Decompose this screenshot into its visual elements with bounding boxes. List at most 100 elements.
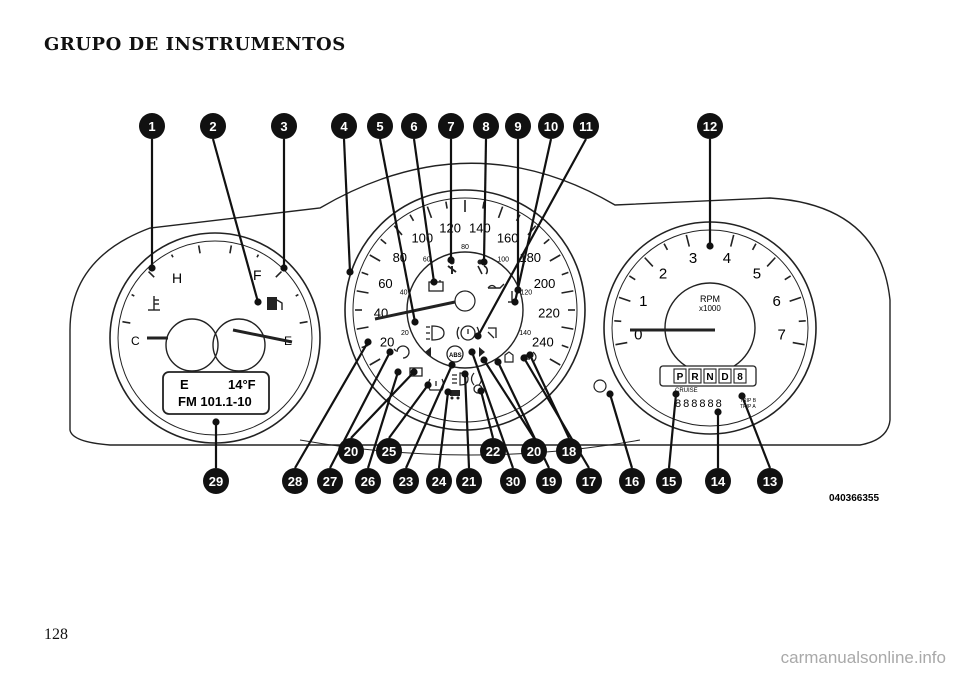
- callout-bubble: [317, 468, 343, 494]
- gauge-tick: [256, 254, 260, 258]
- rpm-label: 4: [723, 250, 731, 267]
- callout-bubble: [480, 438, 506, 464]
- callout-number: 8: [482, 119, 489, 134]
- gauge-tick: [361, 271, 369, 276]
- callout-leader: [479, 390, 495, 439]
- callout-bubble: [757, 468, 783, 494]
- callout-bubble: [538, 113, 564, 139]
- gauge-tick: [131, 293, 135, 297]
- gauge-tick: [784, 275, 792, 281]
- esc-off-icon: [487, 327, 497, 339]
- gear-letter: 8: [737, 372, 743, 383]
- watermark: carmanualsonline.info: [780, 648, 946, 667]
- gauge-tick: [561, 344, 569, 349]
- callout-leader: [366, 371, 400, 469]
- gauge-tick: [356, 290, 369, 294]
- callout-arrowhead: [477, 387, 485, 395]
- callout-bubble: [139, 113, 165, 139]
- callout-number: 15: [662, 474, 676, 489]
- callout-leader: [740, 395, 772, 469]
- callout-bubble: [576, 468, 602, 494]
- kmh-label: 140: [519, 330, 531, 337]
- gauge-tick: [122, 320, 131, 324]
- gauge-tick: [766, 257, 776, 267]
- gauge-tick: [561, 271, 569, 276]
- callout-number: 2: [209, 119, 216, 134]
- gauge-tick: [798, 320, 806, 323]
- gauge-tick: [426, 206, 433, 219]
- callout-number: 12: [703, 119, 717, 134]
- callout-number: 3: [280, 119, 287, 134]
- gear-display: [659, 365, 757, 387]
- callout-number: 21: [462, 474, 476, 489]
- callout-number: 14: [711, 474, 726, 489]
- gauge-tick: [561, 290, 574, 294]
- callout-arrowhead: [738, 392, 746, 400]
- callout-number: 20: [344, 444, 358, 459]
- callout-bubble: [500, 468, 526, 494]
- callout-bubble: [573, 113, 599, 139]
- check-engine-icon: [409, 367, 423, 377]
- callout-number: 30: [506, 474, 520, 489]
- callout-arrowhead: [511, 298, 519, 306]
- fuel-full-mark: F: [253, 267, 262, 283]
- kmh-label: 60: [423, 257, 431, 264]
- callout-number: 26: [361, 474, 375, 489]
- gear-box: [673, 368, 687, 384]
- speed-label: 20: [380, 334, 394, 349]
- callout-arrowhead: [474, 332, 482, 340]
- gauge-tick: [729, 234, 735, 247]
- speed-label: 240: [532, 334, 554, 349]
- callout-arrowhead: [280, 264, 288, 272]
- abs-icon: ABS: [446, 345, 464, 363]
- callout-number: 5: [376, 119, 383, 134]
- gauge-tick: [543, 238, 550, 245]
- callout-arrowhead: [461, 370, 469, 378]
- gauge-tick: [147, 270, 155, 278]
- rpm-label: 6: [773, 293, 781, 310]
- gauge-tick: [369, 254, 381, 262]
- callout-number: 27: [323, 474, 337, 489]
- gauge-tick: [409, 214, 415, 222]
- oil-pressure-icon: [487, 283, 505, 289]
- callout-bubble: [203, 468, 229, 494]
- gauge-tick: [275, 270, 283, 278]
- rpm-label: 2: [659, 265, 667, 282]
- coolant-temp-icon: [148, 296, 160, 311]
- callout-leader: [412, 138, 436, 283]
- callout-leader: [463, 373, 471, 469]
- callout-leader: [483, 359, 535, 439]
- callout-arrowhead: [706, 242, 714, 250]
- callout-arrowhead: [714, 408, 722, 416]
- callout-number: 11: [579, 119, 593, 134]
- callout-arrowhead: [480, 258, 488, 266]
- callout-bubble: [705, 468, 731, 494]
- callout-arrowhead: [672, 390, 680, 398]
- callout-bubble: [426, 468, 452, 494]
- callout-bubble: [619, 468, 645, 494]
- speed-label: 160: [497, 231, 519, 246]
- callout-bubble: [456, 468, 482, 494]
- gear-letter: P: [677, 372, 684, 383]
- callout-bubble: [271, 113, 297, 139]
- callout-bubble: [556, 438, 582, 464]
- callout-bubble: [438, 113, 464, 139]
- callout-number: 13: [763, 474, 777, 489]
- traction-icon: [393, 345, 410, 359]
- callout-leader: [608, 393, 634, 469]
- callout-number: 7: [447, 119, 454, 134]
- fuel-pump-icon: [267, 297, 283, 310]
- gear-letter: D: [721, 372, 728, 383]
- callout-arrowhead: [212, 418, 220, 426]
- gauge-tick: [380, 238, 387, 245]
- callout-number: 6: [410, 119, 417, 134]
- callout-arrowhead: [494, 358, 502, 366]
- gauge-tick: [356, 326, 369, 330]
- rpm-label: 0: [634, 326, 642, 343]
- callout-arrowhead: [520, 354, 528, 362]
- security-icon: [450, 390, 460, 400]
- gauge-tick: [445, 201, 448, 209]
- callout-bubble: [401, 113, 427, 139]
- gauge-tick: [751, 243, 757, 251]
